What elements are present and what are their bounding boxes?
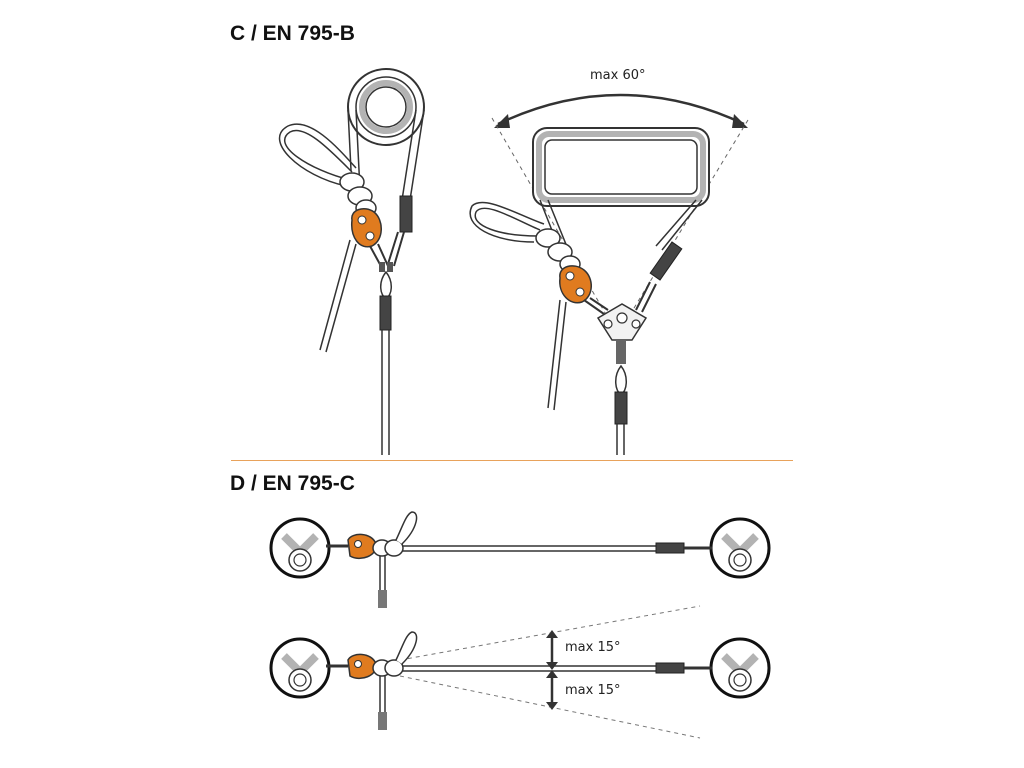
angle-arrow-icon xyxy=(546,670,558,710)
section-c-title: C / EN 795-B xyxy=(230,22,355,45)
sling-anchor-icon xyxy=(532,127,710,207)
energy-absorber-icon xyxy=(649,241,683,281)
rope-loop-icon xyxy=(395,631,418,665)
angle-arrow-icon xyxy=(494,93,748,128)
wall-anchor-icon xyxy=(709,637,771,699)
wall-anchor-icon xyxy=(269,637,331,699)
anchor-ring-icon xyxy=(347,68,425,146)
rope-grab-device-icon xyxy=(347,653,377,680)
section-d-horizontal-line-straight xyxy=(269,511,771,608)
wall-anchor-icon xyxy=(709,517,771,579)
rope-loop-icon xyxy=(278,123,357,187)
rope-grab-device-icon xyxy=(559,265,592,304)
wall-anchor-icon xyxy=(269,517,331,579)
lower-angle-label: max 15° xyxy=(565,683,621,698)
rigging-plate-icon xyxy=(596,303,648,341)
section-d-title: D / EN 795-C xyxy=(230,472,355,495)
section-divider xyxy=(231,460,793,461)
connector-icon xyxy=(369,231,405,272)
rope-grab-device-icon xyxy=(347,533,377,560)
anchor-spread-angle-label: max 60° xyxy=(590,68,646,83)
figure-eight-knot-icon xyxy=(372,659,404,677)
upper-angle-label: max 15° xyxy=(565,640,621,655)
section-c-sling-setup xyxy=(469,93,749,455)
energy-absorber-icon xyxy=(399,195,413,233)
figure-eight-knot-icon xyxy=(372,539,404,557)
rope-loop-icon xyxy=(395,511,418,545)
angle-arrow-icon xyxy=(546,630,558,670)
section-d-horizontal-line-angled xyxy=(269,605,771,739)
energy-absorber-icon xyxy=(655,662,685,674)
rope-grab-device-icon xyxy=(351,208,382,248)
section-c-single-anchor-setup xyxy=(278,68,425,455)
figure-eight-knot-icon xyxy=(535,228,581,273)
energy-absorber-icon xyxy=(655,542,685,554)
rope-loop-icon xyxy=(469,201,545,243)
